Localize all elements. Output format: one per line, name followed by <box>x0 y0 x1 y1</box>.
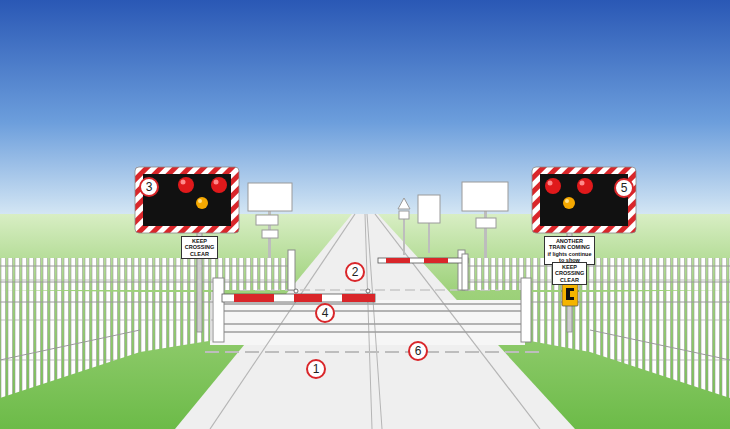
road <box>175 214 575 429</box>
callout-number: 1 <box>306 359 326 379</box>
sign-board: ANOTHER TRAIN COMING if lights continue … <box>544 236 595 265</box>
callout-number: 6 <box>408 341 428 361</box>
signal-post <box>197 232 572 332</box>
warning-lights <box>135 167 239 233</box>
sign-text: KEEP CROSSING CLEAR <box>555 264 584 283</box>
sign-board: KEEP CROSSING CLEAR <box>552 262 587 285</box>
telephone-sign <box>562 282 578 306</box>
picket-fence <box>0 258 730 429</box>
callout-number: 5 <box>614 178 634 198</box>
sign-text: ANOTHER TRAIN COMING if lights continue … <box>547 238 592 263</box>
barrier-arm <box>222 254 468 302</box>
callout-number: 3 <box>139 177 159 197</box>
sky <box>0 0 730 222</box>
sign-board: KEEP CROSSING CLEAR <box>181 236 218 259</box>
gate-post <box>213 250 531 342</box>
field <box>0 214 730 429</box>
callout-number: 4 <box>315 303 335 323</box>
sign-backs <box>248 182 508 258</box>
sign-text: KEEP CROSSING CLEAR <box>184 238 215 257</box>
railway-track <box>215 304 525 332</box>
warning-lights <box>532 167 636 233</box>
callout-number: 2 <box>345 262 365 282</box>
